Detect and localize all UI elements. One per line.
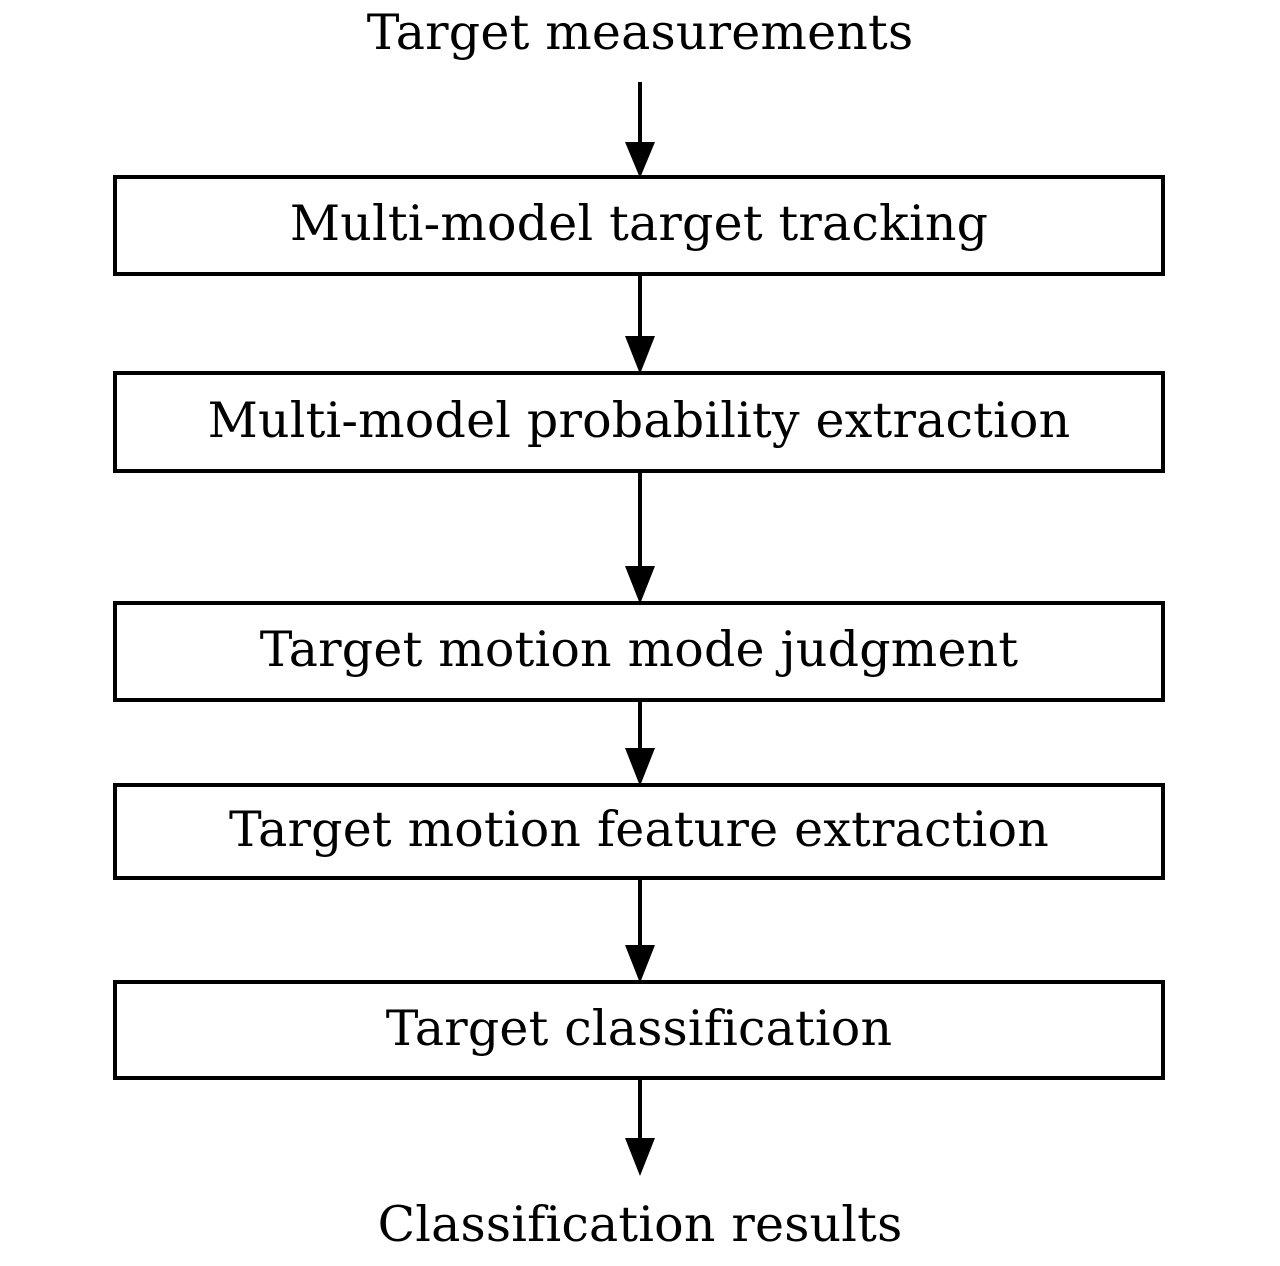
down-arrow-icon-step-4-to-step-5: [625, 880, 655, 983]
down-arrow-icon-input-to-step-1: [625, 82, 655, 178]
down-arrow-icon-step-1-to-step-2: [625, 276, 655, 374]
down-arrow-icon-step-3-to-step-4: [625, 702, 655, 786]
process-box-target-classification: Target classification: [113, 980, 1165, 1080]
output-label: Classification results: [377, 1196, 903, 1253]
process-box-multi-model-target-tracking: Multi-model target tracking: [113, 175, 1165, 276]
process-box-label: Multi-model probability extraction: [207, 391, 1071, 449]
process-box-label: Target classification: [385, 999, 893, 1057]
process-box-label: Target motion feature extraction: [229, 801, 1049, 858]
process-box-multi-model-probability-extraction: Multi-model probability extraction: [113, 371, 1165, 473]
process-box-target-motion-mode-judgment: Target motion mode judgment: [113, 601, 1165, 702]
down-arrow-icon-step-2-to-step-3: [625, 473, 655, 604]
process-box-label: Multi-model target tracking: [289, 195, 989, 252]
input-label: Target measurements: [366, 4, 914, 61]
process-box-target-motion-feature-extraction: Target motion feature extraction: [113, 783, 1165, 880]
process-box-label: Target motion mode judgment: [259, 621, 1019, 678]
down-arrow-icon-step-5-to-output: [625, 1080, 655, 1176]
